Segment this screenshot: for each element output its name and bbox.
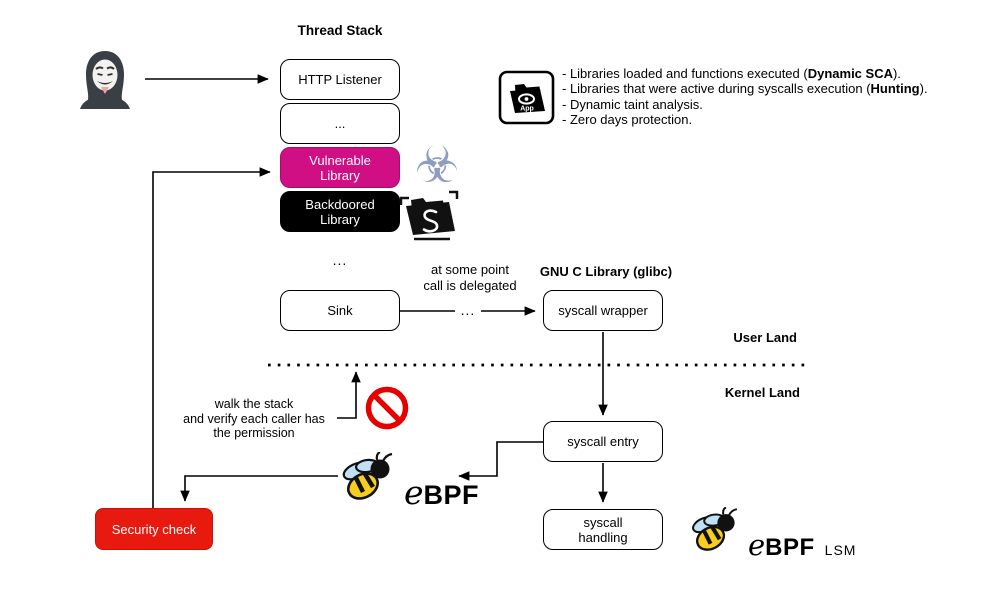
glibc-title: GNU C Library (glibc) <box>539 264 673 279</box>
delegation-arrow-ellipsis: ... <box>455 302 481 318</box>
ebpf-bee-icon <box>342 452 393 500</box>
legend-line-1: - Libraries loaded and functions execute… <box>562 66 901 81</box>
legend-line-2: - Libraries that were active during sysc… <box>562 81 928 97</box>
syscall-wrapper-box: syscall wrapper <box>543 290 663 331</box>
backdoored-library-box: Backdoored Library <box>280 191 400 232</box>
http-listener-box: HTTP Listener <box>280 59 400 100</box>
syscall-entry-box: syscall entry <box>543 421 663 462</box>
ebpf-lsm-bpf-label: BPF <box>765 534 815 561</box>
user-land-label: User Land <box>733 330 797 345</box>
vulnerable-library-label: Vulnerable Library <box>309 152 371 183</box>
syscall-wrapper-label: syscall wrapper <box>558 303 648 318</box>
edge-security-check-to-vulnerable <box>152 167 271 508</box>
delegation-note: at some point call is delegated <box>423 262 517 293</box>
app-icon-label: App <box>520 106 534 113</box>
legend-line-4: - Zero days protection. <box>562 111 693 127</box>
kernel-land-label: Kernel Land <box>724 385 800 400</box>
hacker-icon <box>80 51 130 109</box>
ebpf-e-label: e <box>404 473 424 512</box>
walk-stack-note: walk the stack and verify each caller ha… <box>183 397 325 440</box>
sink-label: Sink <box>327 303 353 318</box>
backdoored-library-label: Backdoored Library <box>305 196 375 227</box>
syscall-entry-label: syscall entry <box>567 434 639 449</box>
ebpf-lsm-bee-icon <box>692 507 738 551</box>
stack-ellipsis-box: ... <box>280 103 400 144</box>
legend: - Libraries loaded and functions execute… <box>562 66 928 127</box>
biohazard-icon: ☣ <box>414 137 460 193</box>
thread-stack-title: Thread Stack <box>297 23 383 38</box>
ebpf-lsm-e-label: e <box>748 528 766 562</box>
prohibition-icon <box>365 386 409 430</box>
vulnerable-library-box: Vulnerable Library <box>280 147 400 188</box>
security-check-box: Security check <box>95 508 213 550</box>
malicious-folder-icon <box>399 190 459 241</box>
stack-ellipsis-label: ... <box>334 116 346 131</box>
edge-ebpf-to-security-check <box>180 475 338 502</box>
ebpf-bpf-label: BPF <box>423 480 480 510</box>
legend-line-3: - Dynamic taint analysis. <box>562 96 703 112</box>
syscall-handling-label: syscall handling <box>578 514 628 545</box>
app-monitor-icon: App <box>498 70 555 125</box>
security-check-label: Security check <box>111 521 197 537</box>
sink-box: Sink <box>280 290 400 331</box>
http-listener-label: HTTP Listener <box>298 72 382 87</box>
ebpf-lsm-suffix-label: LSM <box>824 542 857 558</box>
below-stack-ellipsis: ... <box>332 252 348 268</box>
syscall-handling-box: syscall handling <box>543 509 663 550</box>
